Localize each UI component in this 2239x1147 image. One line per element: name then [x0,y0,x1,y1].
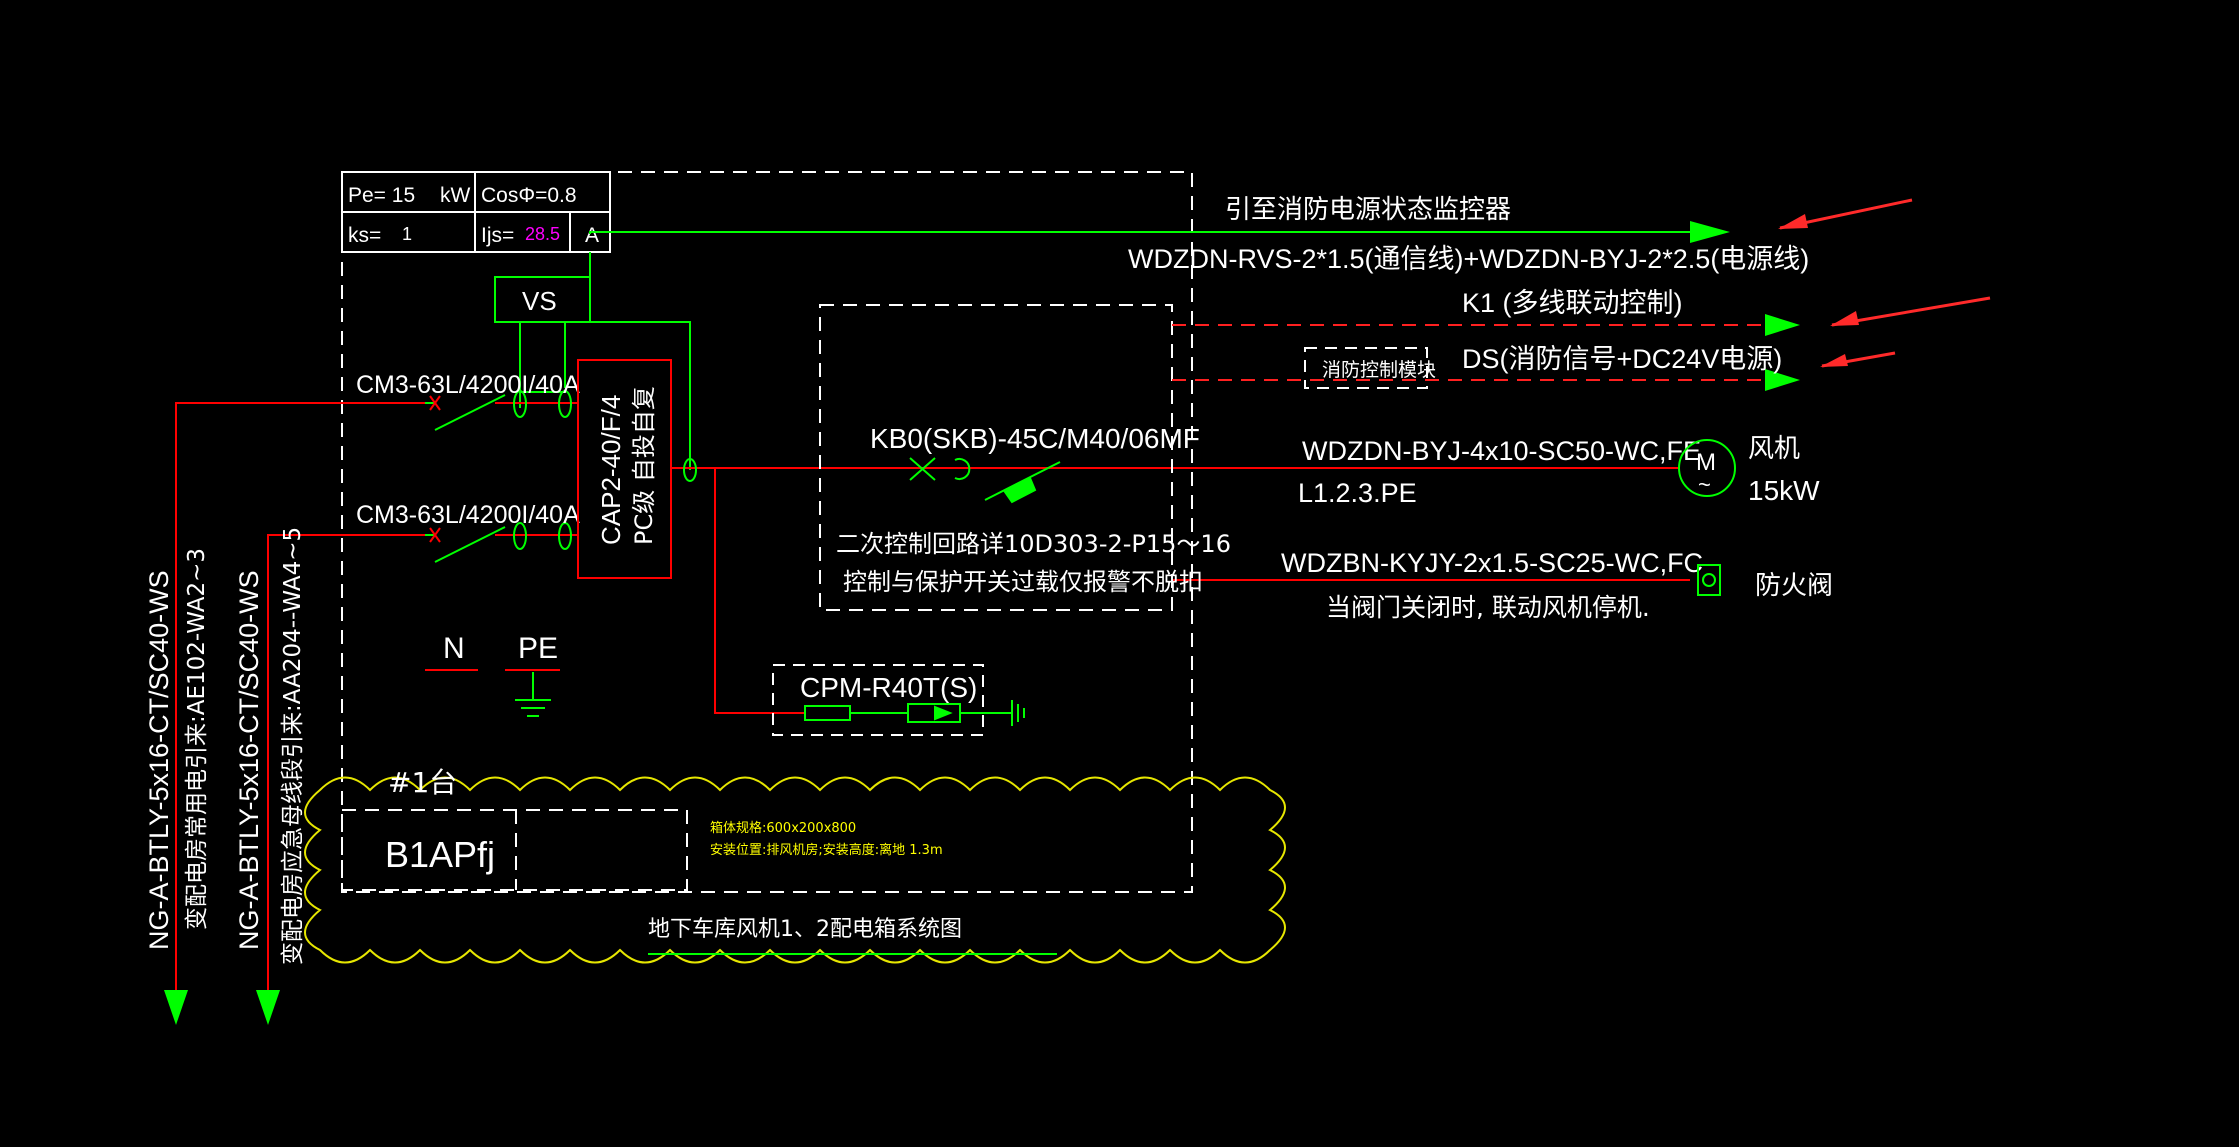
load-table: Pe= 15 kW CosΦ=0.8 ks= 1 Ijs= 28.5 A [341,171,611,253]
spd-label: CPM-R40T(S) [800,672,977,703]
n-label: N [443,632,465,665]
ds-label: DS(消防信号+DC24V电源) [1462,344,1782,374]
cabinet-spec-2: 安装位置:排风机房;安装高度:离地 1.3m [710,842,943,858]
ats-label-2: PC级 自投自复 [630,386,658,545]
fan-cable: WDZDN-BYJ-4x10-SC50-WC,FE [1302,436,1701,466]
damper-name: 防火阀 [1755,571,1833,601]
ds-arrow [1765,369,1800,391]
spd-frame [772,664,984,736]
ijs-unit: A [585,224,599,247]
ijs-label: Ijs= [481,224,514,247]
incoming-arrow-1 [164,990,188,1025]
breaker-top-label: CM3-63L/4200I/40A [356,371,580,399]
annotation-arrows [1778,198,1991,368]
enclosure-frame [341,171,1193,893]
fire-linkage-lines [1172,324,1780,381]
fire-module-label: 消防控制模块 [1322,359,1436,381]
fan-power: 15kW [1748,475,1820,506]
vs-label: VS [522,286,557,316]
cabinet-name-frame [341,809,688,891]
control-module-frame [819,304,1173,611]
damper-note: 当阀门关闭时, 联动风机停机. [1326,593,1650,622]
output-tap [683,458,697,482]
ats-label-1: CAP2-40/F/4 [596,395,626,545]
kbo-switch [909,457,1061,504]
incoming-arrow-2 [256,990,280,1025]
breaker-bottom-label: CM3-63L/4200I/40A [356,501,580,529]
ijs-value: 28.5 [525,224,560,244]
feeder2-source: 变配电房应急母线段引来:AA204--WA4~5 [280,527,306,965]
feeder1-cable: NG-A-BTLY-5x16-CT/SC40-WS [144,570,174,950]
fire-module-frame [1304,347,1428,389]
motor-icon [1678,439,1736,497]
k1-label: K1 (多线联动控制) [1462,288,1683,318]
kbo-label: KB0(SKB)-45C/M40/06MF [870,423,1200,454]
breaker-top [425,390,572,431]
cabinet-number: #1台 [388,766,457,799]
spd-symbol [804,700,1025,726]
cabinet-name: B1APfj [385,834,495,875]
damper-cable: WDZBN-KYJY-2x1.5-SC25-WC,FC [1281,548,1703,578]
monitor-title: 引至消防电源状态监控器 [1225,195,1511,225]
vs-box [494,276,591,323]
feeder1-source: 变配电房常用电引来:AE102-WA2~3 [184,548,210,930]
monitor-arrow [1690,221,1730,243]
cos-phi: CosΦ=0.8 [481,184,577,207]
breaker-bottom [425,522,572,563]
diagram-title: 地下车库风机1、2配电箱系统图 [648,917,962,942]
pe-ground-icon [505,669,560,717]
control-note-1: 二次控制回路详10D303-2-P15～16 [836,530,1231,558]
monitor-cable: WDZDN-RVS-2*1.5(通信线)+WDZDN-BYJ-2*2.5(电源线… [1128,244,1809,274]
ks-value: 1 [402,224,412,244]
revision-cloud [304,776,1286,964]
damper-icon-dot [1702,573,1716,587]
pe-value: Pe= 15 [348,184,415,207]
k1-arrow [1765,314,1800,336]
monitor-wiring [519,231,1705,470]
fan-phases: L1.2.3.PE [1298,478,1417,508]
fan-name: 风机 [1748,434,1800,464]
pe-unit: kW [440,184,471,207]
output-wiring [671,467,1690,714]
incoming-wiring [175,402,578,990]
motor-letter: M [1696,449,1716,476]
control-note-2: 控制与保护开关过载仅报警不脱扣 [843,568,1203,596]
ks-label: ks= [348,224,381,247]
feeder2-cable: NG-A-BTLY-5x16-CT/SC40-WS [234,570,264,950]
pe-label: PE [518,632,558,665]
damper-icon [1697,564,1721,596]
motor-symbol: ~ [1698,472,1711,497]
cabinet-spec-1: 箱体规格:600x200x800 [710,820,856,836]
